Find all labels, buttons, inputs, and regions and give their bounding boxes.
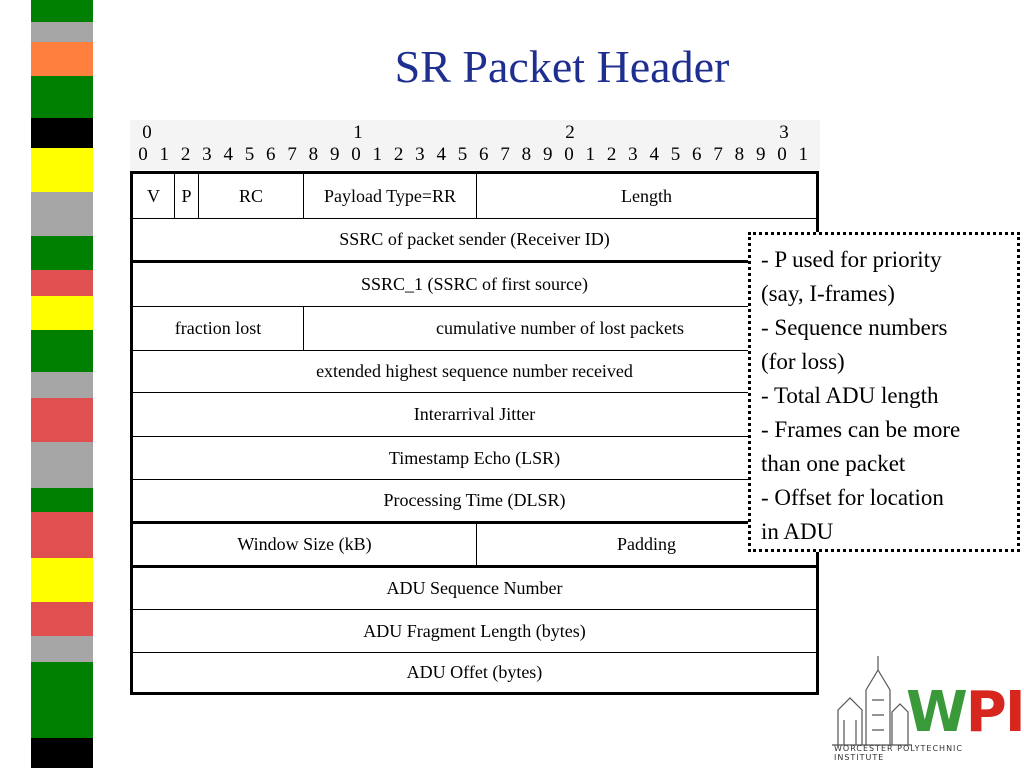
row-adu-seq: ADU Sequence Number bbox=[133, 568, 816, 610]
ruler-unit-17: 7 bbox=[500, 144, 510, 165]
field-cumulative-lost: cumulative number of lost packets bbox=[436, 318, 684, 338]
ruler-unit-13: 3 bbox=[415, 144, 425, 165]
ruler-unit-24: 4 bbox=[649, 144, 659, 165]
callout-line: - Sequence numbers bbox=[761, 315, 948, 340]
row-window: Window Size (kB) Padding bbox=[133, 524, 816, 568]
decorative-color-strip bbox=[0, 0, 110, 768]
ruler-unit-1: 1 bbox=[159, 144, 170, 165]
callout-line: (for loss) bbox=[761, 349, 845, 374]
ruler-unit-5: 5 bbox=[244, 144, 255, 165]
row-ssrc-1: SSRC_1 (SSRC of first source) bbox=[133, 263, 816, 307]
field-adu-frag-len: ADU Fragment Length (bytes) bbox=[363, 620, 586, 641]
ruler-unit-11: 1 bbox=[372, 144, 383, 165]
field-ext-highest-seq: extended highest sequence number receive… bbox=[316, 361, 633, 381]
field-rc: RC bbox=[199, 174, 304, 218]
callout-line: in ADU bbox=[761, 519, 834, 544]
field-ssrc-sender: SSRC of packet sender (Receiver ID) bbox=[339, 229, 610, 249]
ruler-unit-25: 5 bbox=[670, 144, 681, 165]
ruler-unit-9: 9 bbox=[329, 144, 340, 165]
packet-header-diagram: V P RC Payload Type=RR Length SSRC of pa… bbox=[130, 171, 819, 695]
field-window-size: Window Size (kB) bbox=[133, 524, 477, 565]
row-processing-time: Processing Time (DLSR) bbox=[133, 480, 816, 524]
row-adu-offset: ADU Offet (bytes) bbox=[133, 653, 816, 692]
notes-callout: - P used for priority (say, I-frames) - … bbox=[748, 232, 1020, 552]
ruler-tens-1: 1 bbox=[353, 122, 363, 143]
ruler-unit-29: 9 bbox=[755, 144, 766, 165]
ruler-unit-10: 0 bbox=[351, 144, 361, 165]
field-timestamp-echo: Timestamp Echo (LSR) bbox=[388, 447, 561, 468]
ruler-unit-28: 8 bbox=[734, 144, 745, 165]
field-payload-type: Payload Type=RR bbox=[304, 174, 477, 218]
callout-line: - Offset for location bbox=[761, 485, 944, 510]
ruler-unit-2: 2 bbox=[180, 144, 191, 165]
field-length: Length bbox=[621, 185, 672, 206]
ruler-unit-21: 1 bbox=[585, 144, 596, 165]
field-jitter: Interarrival Jitter bbox=[413, 404, 536, 424]
field-fraction-lost: fraction lost bbox=[133, 307, 304, 350]
ruler-unit-19: 9 bbox=[542, 144, 553, 165]
ruler-unit-12: 2 bbox=[393, 144, 404, 165]
callout-line: than one packet bbox=[761, 451, 906, 476]
ruler-unit-22: 2 bbox=[606, 144, 617, 165]
field-ssrc-1: SSRC_1 (SSRC of first source) bbox=[360, 274, 589, 294]
callout-line: (say, I-frames) bbox=[761, 281, 895, 306]
ruler-unit-26: 6 bbox=[692, 144, 702, 165]
row-ext-seq: extended highest sequence number receive… bbox=[133, 351, 816, 393]
ruler-unit-31: 1 bbox=[798, 144, 809, 165]
field-processing-time: Processing Time (DLSR) bbox=[383, 490, 566, 510]
wpi-logo-word: WPI bbox=[906, 680, 1024, 745]
wpi-logo-subtitle: WORCESTER POLYTECHNIC INSTITUTE bbox=[834, 744, 964, 762]
row-jitter: Interarrival Jitter bbox=[133, 393, 816, 437]
callout-line: - P used for priority bbox=[761, 247, 942, 272]
ruler-tens-2: 2 bbox=[565, 122, 575, 143]
callout-line: - Total ADU length bbox=[761, 383, 939, 408]
field-adu-seq: ADU Sequence Number bbox=[386, 578, 563, 598]
ruler-unit-6: 6 bbox=[266, 144, 276, 165]
ruler-unit-27: 7 bbox=[713, 144, 723, 165]
ruler-unit-7: 7 bbox=[287, 144, 297, 165]
slide-title: SR Packet Header bbox=[394, 41, 730, 92]
field-v: V bbox=[133, 174, 175, 218]
ruler-unit-18: 8 bbox=[521, 144, 532, 165]
ruler-unit-23: 3 bbox=[628, 144, 638, 165]
ruler-unit-15: 5 bbox=[457, 144, 468, 165]
callout-line: - Frames can be more bbox=[761, 417, 961, 442]
row-header: V P RC Payload Type=RR Length bbox=[133, 174, 816, 219]
field-padding: Padding bbox=[616, 534, 676, 554]
row-ssrc-sender: SSRC of packet sender (Receiver ID) bbox=[133, 219, 816, 263]
ruler-unit-20: 0 bbox=[564, 144, 574, 165]
wpi-building-logo-icon bbox=[832, 656, 912, 746]
field-adu-offset: ADU Offet (bytes) bbox=[406, 662, 543, 682]
row-adu-frag: ADU Fragment Length (bytes) bbox=[133, 610, 816, 653]
ruler-unit-8: 8 bbox=[308, 144, 319, 165]
ruler-unit-16: 6 bbox=[479, 144, 489, 165]
row-loss: fraction lost cumulative number of lost … bbox=[133, 307, 816, 351]
ruler-unit-4: 4 bbox=[223, 144, 233, 165]
ruler-tens-0: 0 bbox=[142, 122, 152, 143]
ruler-tens-3: 3 bbox=[779, 122, 789, 143]
row-timestamp-echo: Timestamp Echo (LSR) bbox=[133, 437, 816, 480]
ruler-unit-3: 3 bbox=[202, 144, 212, 165]
field-p: P bbox=[175, 174, 199, 218]
ruler-unit-0: 0 bbox=[138, 144, 148, 165]
ruler-unit-14: 4 bbox=[436, 144, 446, 165]
ruler-unit-30: 0 bbox=[777, 144, 787, 165]
